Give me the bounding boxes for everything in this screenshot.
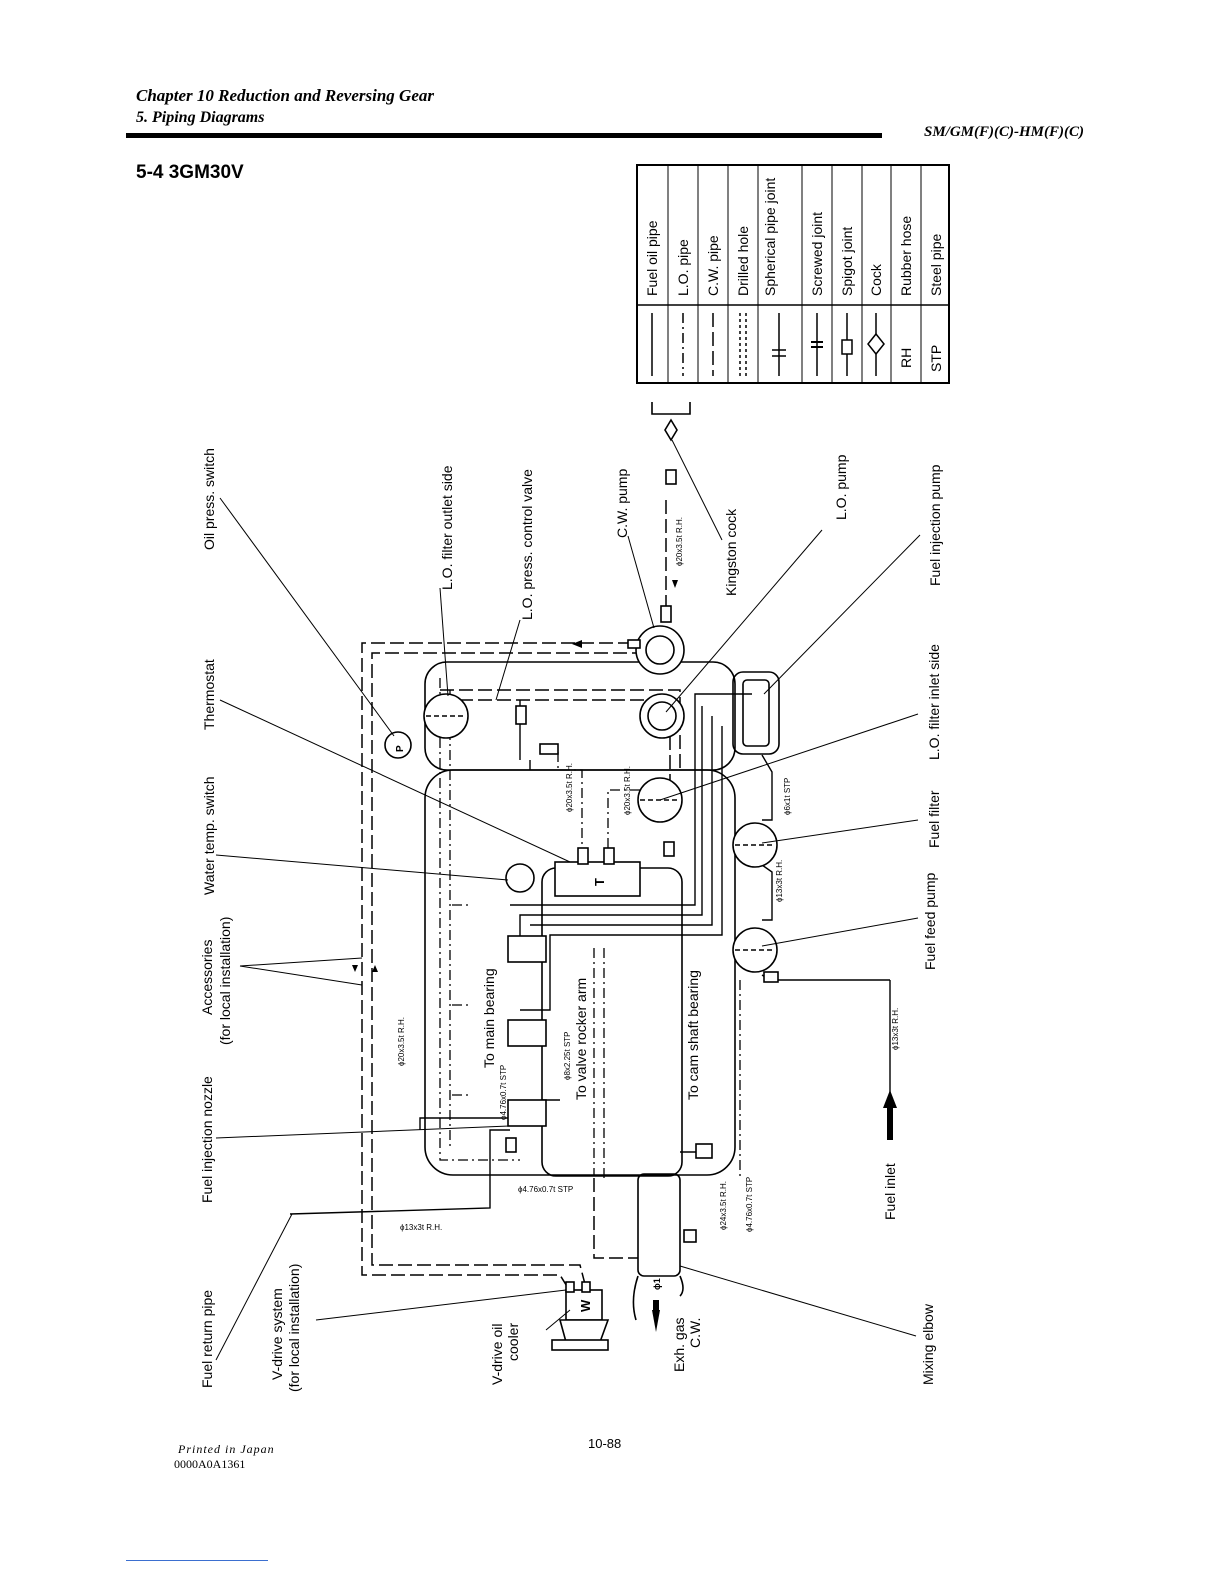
model-heading: SM/GM(F)(C)-HM(F)(C) (924, 124, 1084, 140)
legend-label: Fuel oil pipe (644, 220, 660, 296)
fuel-feed-pump-label: Fuel feed pump (922, 873, 938, 970)
vdrive-system-label: V-drive system (269, 1288, 285, 1380)
fuel-pipes (289, 693, 891, 1215)
legend-label: Rubber hose (898, 216, 914, 296)
water-temp-switch-label: Water temp. switch (201, 776, 217, 895)
pipe-spec: ϕ4.76x0.7t STP (518, 1185, 573, 1194)
page-title: 5-4 3GM30V (136, 162, 244, 183)
oil-press-switch-label: Oil press. switch (201, 448, 217, 550)
fuel-return-pipe-label: Fuel return pipe (199, 1290, 215, 1388)
legend-label: L.O. pipe (675, 239, 691, 296)
header-rule (126, 133, 882, 138)
thermostat-letter: T (592, 878, 607, 886)
legend-label: Spherical pipe joint (762, 178, 778, 296)
legend-symbol: RH (898, 348, 914, 368)
lo-pump-label: L.O. pump (833, 454, 849, 520)
flow-arrows (352, 580, 897, 1332)
lo-filter-outlet-label: L.O. filter outlet side (439, 465, 455, 590)
accessories-note: (for local installation) (217, 917, 233, 1045)
legend-label: Drilled hole (735, 226, 751, 296)
cooler-letter: W (578, 1299, 593, 1312)
cw-label: C.W. (687, 1318, 703, 1348)
bottom-rule (126, 1560, 268, 1561)
to-valve-rocker-label: To valve rocker arm (573, 978, 589, 1100)
pipe-spec: ϕ4.76x0.7t STP (745, 1177, 754, 1232)
pipe-spec: ϕ13x3t R.H. (400, 1223, 442, 1232)
pipe-spec: ϕ24x3.5t R.H. (719, 1181, 728, 1230)
to-cam-shaft-label: To cam shaft bearing (685, 970, 701, 1100)
pipe-spec: ϕ20x3.5t R.H. (623, 766, 632, 815)
legend-label: Steel pipe (928, 234, 944, 296)
pipe-spec: ϕ13x3t R.H. (775, 860, 784, 902)
to-main-bearing-label: To main bearing (481, 968, 497, 1068)
pipe-spec: ϕ6x1t STP (783, 778, 792, 815)
accessories-label: Accessories (199, 940, 215, 1015)
chapter-heading: Chapter 10 Reduction and Reversing Gear (136, 86, 434, 105)
footer-printed: Printed in Japan (178, 1442, 275, 1456)
fuel-inlet-label: Fuel inlet (882, 1163, 898, 1220)
pipe-spec: ϕ4.76x0.7t STP (499, 1065, 508, 1120)
legend-table (636, 164, 950, 384)
vdrive-oil-label: V-drive oil (489, 1324, 505, 1385)
legend-symbol: STP (928, 345, 944, 372)
footer-code: 0000A0A1361 (174, 1457, 246, 1471)
oil-press-switch-letter: P (395, 745, 406, 752)
legend-label: Screwed joint (809, 212, 825, 296)
vdrive-note: (for local installation) (286, 1264, 302, 1392)
kingston-cock-label: Kingston cock (723, 508, 739, 596)
pipe-spec: ϕ8x2.25t STP (563, 1031, 572, 1080)
pipe-spec: ϕ13x3t R.H. (891, 1008, 900, 1050)
pipe-spec: ϕ20x3.5t R.H. (565, 763, 574, 812)
exh-gas-label: Exh. gas (671, 1318, 687, 1372)
page-number: 10-88 (588, 1436, 622, 1451)
pipe-spec: ϕ20x3.5t R.H. (675, 517, 684, 566)
fuel-injection-nozzle-label: Fuel injection nozzle (199, 1076, 215, 1203)
mixing-elbow-letter: ϕ1 (652, 1278, 662, 1290)
legend-label: C.W. pipe (705, 235, 721, 296)
leader-lines (215, 439, 921, 1361)
lo-pipes (439, 678, 741, 1178)
mixing-elbow-label: Mixing elbow (920, 1303, 936, 1385)
legend-label: Cock (868, 263, 884, 296)
fuel-filter-label: Fuel filter (926, 790, 942, 848)
vdrive-cooler-label: cooler (505, 1323, 521, 1361)
lo-filter-inlet-label: L.O. filter inlet side (926, 644, 942, 760)
pipe-spec: ϕ20x3.5t R.H. (397, 1017, 406, 1066)
thermostat-label: Thermostat (201, 659, 217, 730)
legend-label: Spigot joint (839, 227, 855, 296)
lo-press-control-label: L.O. press. control valve (519, 469, 535, 620)
fuel-injection-pump-label: Fuel injection pump (927, 464, 943, 586)
section-heading: 5. Piping Diagrams (136, 109, 265, 126)
cw-pump-label: C.W. pump (614, 469, 630, 538)
